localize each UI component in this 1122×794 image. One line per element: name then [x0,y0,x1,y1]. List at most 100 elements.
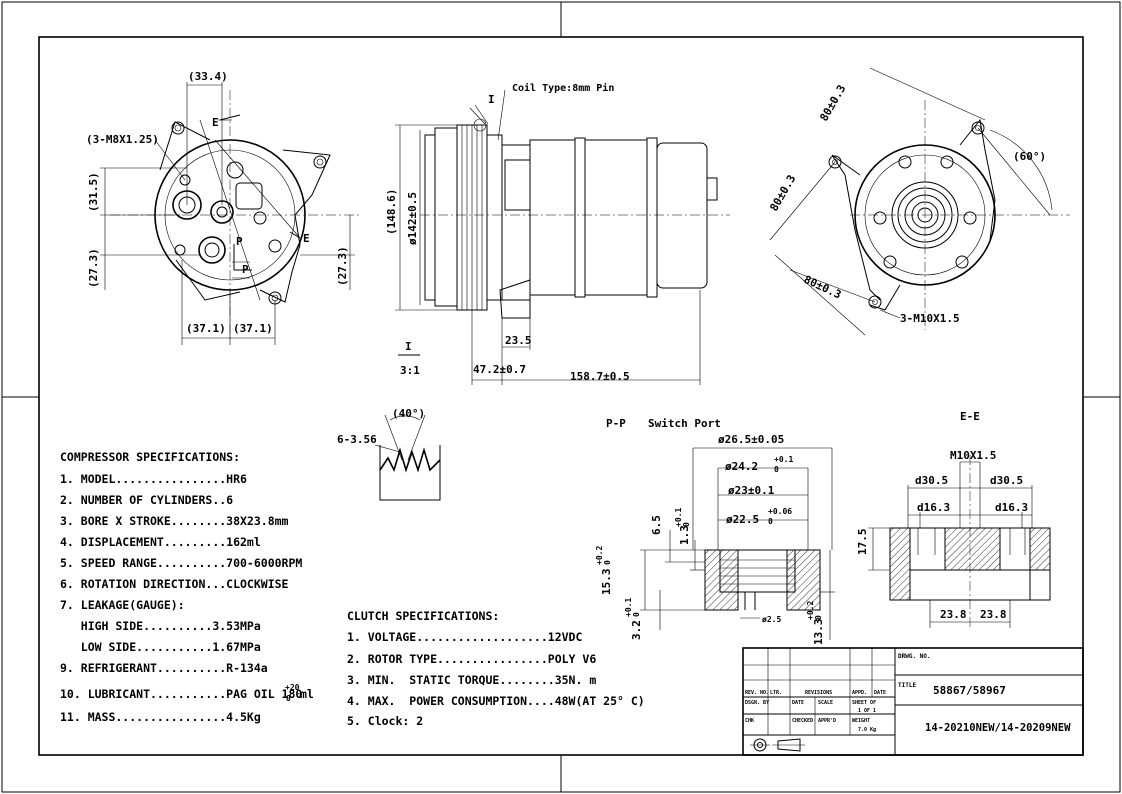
compressor-mass: 11. MASS................4.5Kg [60,710,261,724]
tb-sheet-of: SHEET OF [852,700,876,706]
clutch-spec-line: 2. ROTOR TYPE................POLY V6 [347,652,596,666]
rear-angle: (60°) [1013,150,1046,163]
pp-title-code: P-P [606,417,626,430]
clutch-spec-line: 3. MIN. STATIC TORQUE........35N. m [347,673,596,687]
lubricant-unit: ml [300,687,314,701]
pp-dim-h3: 15.3 [600,569,613,596]
ee-d16-left: d16.3 [917,501,950,514]
clutch-spec-line: 1. VOLTAGE...................12VDC [347,630,582,644]
ee-w-left: 23.8 [940,608,967,621]
front-label-p2: P [242,263,249,276]
tb-weight-val: 7.0 Kg [858,727,876,733]
compressor-spec-line: 6. ROTATION DIRECTION...CLOCKWISE [60,577,289,591]
side-view [395,89,730,385]
rear-bolt-note: 3-M10X1.5 [900,312,960,325]
front-label-e2: E [303,232,310,245]
pp-dim-h2: 1.3 [678,525,691,545]
front-dim-left-lower: (27.3) [87,248,100,288]
front-dim-bottom-left: (37.1) [186,322,226,335]
side-dim-23-5: 23.5 [505,334,532,347]
tb-rev-no: REV. NO. [745,690,769,696]
pp-title-name: Switch Port [648,417,721,430]
pp-dim-h4-tol-dn: 0 [632,612,641,617]
tb-title-label: TITLE [898,682,916,689]
compressor-spec-line: HIGH SIDE..........3.53MPa [60,619,261,633]
pp-dim-d4: ø22.5 [726,513,759,526]
front-dim-left-upper: (31.5) [87,172,100,212]
front-dim-top: (33.4) [188,70,228,83]
tb-appd: APPD. [852,690,867,696]
front-bolt-note: (3-M8X1.25) [86,133,159,146]
pp-section [640,447,835,640]
clutch-spec-line: 5. Clock: 2 [347,714,423,728]
pp-dim-d3: ø23±0.1 [728,484,775,497]
compressor-spec-line: 4. DISPLACEMENT.........162ml [60,535,261,549]
side-dim-158-7: 158.7±0.5 [570,370,630,383]
tb-date2: DATE [792,700,804,706]
pulley-groove-detail [374,414,441,501]
pp-dim-h5-tol-up: +0.2 [806,601,815,620]
tb-sheet-val: 1 OF 1 [858,708,876,714]
pp-dim-d2: ø24.2 [725,460,758,473]
pp-dim-h2-tol-up: +0.1 [674,508,683,527]
pp-dim-d2-tol-up: +0.1 [774,455,793,464]
title-block [742,647,1084,756]
compressor-spec-line: 3. BORE X STROKE........38X23.8mm [60,514,289,528]
pp-dim-h1: 6.5 [650,515,663,535]
pp-dim-d1: ø26.5±0.05 [718,433,784,446]
tb-ltr: LTR. [770,690,782,696]
ee-d30-right: d30.5 [990,474,1023,487]
groove-note: 6-3.56 [337,433,377,446]
rear-view [769,67,1070,336]
front-label-e1: E [212,116,219,129]
compressor-spec-line: 7. LEAKAGE(GAUGE): [60,598,185,612]
compressor-specs: COMPRESSOR SPECIFICATIONS: 1. MODEL.....… [60,450,314,724]
tb-chk: CHK [745,718,754,724]
lubricant-tol-dn: 0 [286,694,291,703]
pp-small-dia: ø2.5 [762,615,781,624]
front-label-p1: P [236,235,243,248]
tb-revision: REVISIONS [805,690,832,696]
tb-weight: WEIGHT [852,718,870,724]
pp-dim-h5-tol-dn: 0 [814,615,823,620]
compressor-specs-heading: COMPRESSOR SPECIFICATIONS: [60,450,240,464]
ee-thread: M10X1.5 [950,449,996,462]
clutch-spec-line: 4. MAX. POWER CONSUMPTION....48W(AT 25° … [347,694,645,708]
pp-dim-d4-tol-dn: 0 [768,517,773,526]
tb-title-value: 58867/58967 [933,684,1006,697]
pp-dim-h4-tol-up: +0.1 [624,598,633,617]
ee-d16-right: d16.3 [995,501,1028,514]
tb-dsgn-by: DSGN. BY [745,700,769,706]
tb-apprd: APPR'D [818,718,836,724]
compressor-spec-line: 5. SPEED RANGE..........700-6000RPM [60,556,302,570]
pp-dim-d2-tol-dn: 0 [774,465,779,474]
lubricant-tol-up: +20 [285,683,300,692]
side-dim-overall-dia: (148.6) [385,189,398,235]
pp-dim-h3-tol-dn: 0 [603,560,612,565]
detail-label: I [405,340,412,353]
ee-w-right: 23.8 [980,608,1007,621]
front-dim-right: (27.3) [336,246,349,286]
tb-date: DATE [874,690,886,696]
front-dim-bottom-right: (37.1) [233,322,273,335]
pp-dim-h2-tol-dn: 0 [682,522,691,527]
rear-dim-80-left: 80±0.3 [767,173,798,214]
pp-dim-h5: 13.3 [812,619,825,646]
detail-scale: 3:1 [400,364,420,377]
compressor-spec-line: LOW SIDE...........1.67MPa [60,640,261,654]
tb-scale: SCALE [818,700,833,706]
ee-section [868,455,1051,628]
compressor-spec-line: 9. REFRIGERANT..........R-134a [60,661,268,675]
tb-checked: CHECKED [792,718,813,724]
tb-dwg-no-label: DRWG. NO. [898,653,931,660]
ee-dim-h: 17.5 [856,529,869,556]
groove-angle: (40°) [392,407,425,420]
ee-d30-left: d30.5 [915,474,948,487]
compressor-spec-line: 1. MODEL................HR6 [60,472,247,486]
tb-part-number: 14-20210NEW/14-20209NEW [925,722,1071,734]
clutch-specs-heading: CLUTCH SPECIFICATIONS: [347,609,499,623]
pp-dim-h4: 3.2 [630,620,643,640]
side-detail-mark: I [488,93,495,106]
